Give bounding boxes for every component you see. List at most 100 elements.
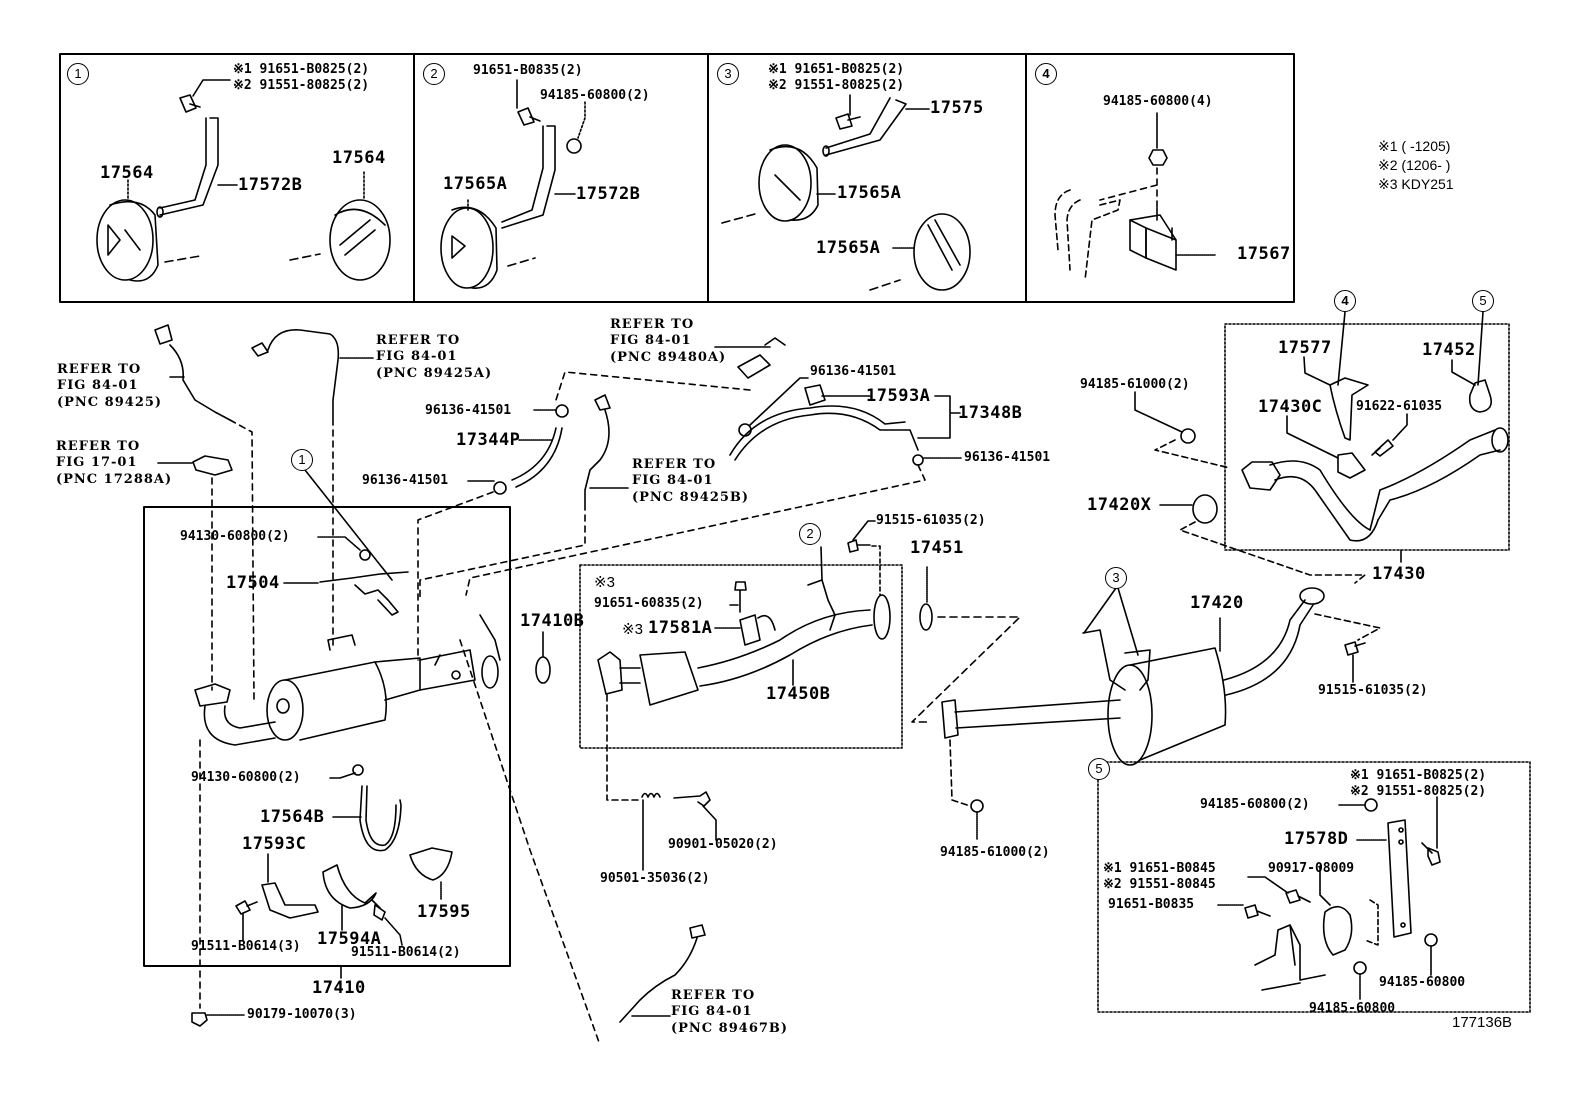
inset-4-number: 4 [1035,63,1057,85]
nut-94130-bottom-leader [329,772,356,779]
muffler-17420-label[interactable]: 17420 [1190,593,1244,613]
sensor-89425-drawing [154,324,231,421]
gasket-17420x-label[interactable]: 17420X [1087,495,1152,515]
clip-lower-label[interactable]: 96136-41501 [362,473,449,488]
inset1-hanger-right-label[interactable]: 17564 [332,148,386,168]
inset3-bolt-note-2[interactable]: ※2 91551-80825(2) [768,78,905,93]
bolt-91515-top-label[interactable]: 91515-61035(2) [876,513,986,528]
inset5-bolt3-drawing [1244,904,1271,919]
hose-17348b-label[interactable]: 17348B [958,403,1023,423]
refer-89480a[interactable]: REFER TO FIG 84-01 (PNC 89480A) [610,317,726,366]
nut-94185-61000-top-drawing [1180,428,1196,444]
refer-89467b-line2: FIG 84-01 [671,1004,753,1020]
clip-right-top-leader [749,377,809,426]
insulator-17595-label[interactable]: 17595 [417,902,471,922]
inset-5-number: 5 [1088,758,1110,780]
front-pipe-17450b-label[interactable]: 17450B [766,684,831,704]
nut-94185-61000-top-label[interactable]: 94185-61000(2) [1080,377,1190,392]
clip-upper-label[interactable]: 96136-41501 [425,403,512,418]
tube-17593a-label[interactable]: 17593A [866,386,931,406]
inset5-bolt-note-2[interactable]: ※2 91551-80825(2) [1350,784,1487,799]
bolt-91515-right-label[interactable]: 91515-61035(2) [1318,683,1428,698]
inset5-nut-right-label[interactable]: 94185-60800 [1379,975,1466,990]
inset2-hanger-label[interactable]: 17565A [443,174,508,194]
inset-frame-4 [1025,53,1295,303]
refer-89425-line3: (PNC 89425) [57,394,163,410]
refer-17288a-line1: REFER TO [56,439,141,454]
inset5-bolt2-note-1[interactable]: ※1 91651-B0845 [1103,861,1216,876]
muffler-17420-drawing [1107,587,1325,766]
bracket-17504-label[interactable]: 17504 [226,573,280,593]
clip-right-label[interactable]: 96136-41501 [964,450,1051,465]
inset4-mount-label[interactable]: 17567 [1237,244,1291,264]
insulator-17594a-label[interactable]: 17594A [317,929,382,949]
inset5-nut-top-label[interactable]: 94185-60800(2) [1200,797,1310,812]
inset-2-number: 2 [423,63,445,85]
clip-right-top-label[interactable]: 96136-41501 [810,364,897,379]
gasket-17451-label[interactable]: 17451 [910,538,964,558]
callout-1[interactable]: 1 [291,449,313,471]
bracket-17577-label[interactable]: 17577 [1278,338,1332,358]
nut-94130-top-label[interactable]: 94130-60800(2) [180,529,290,544]
insulator-17593c-label[interactable]: 17593C [242,834,307,854]
inset5-cushion-label[interactable]: 90917-08009 [1268,861,1355,876]
band-17564b-label[interactable]: 17564B [260,807,325,827]
nut-94185-61000-bottom-label[interactable]: 94185-61000(2) [940,845,1050,860]
inset2-nut-label[interactable]: 94185-60800(2) [540,88,650,103]
nut-90179-label[interactable]: 90179-10070(3) [247,1007,357,1022]
spring-90501-drawing [641,792,661,798]
converter-17410-label[interactable]: 17410 [312,978,366,998]
inset2-bracket-label[interactable]: 17572B [576,184,641,204]
inset3-hanger-lower-label[interactable]: 17565A [816,238,881,258]
refer-89425b-line1: REFER TO [632,457,717,472]
inset3-hanger-upper-drawing [758,144,836,222]
refer-89425b[interactable]: REFER TO FIG 84-01 (PNC 89425B) [632,457,749,506]
bolt-91511-2-label[interactable]: 91511-B0614(2) [351,945,461,960]
bolt-91651-60835-label[interactable]: 91651-60835(2) [594,596,704,611]
inset1-bolt-note-1[interactable]: ※1 91651-B0825(2) [233,62,370,77]
inset5-bracket-label[interactable]: 17578D [1284,829,1349,849]
bolt-91622-label[interactable]: 91622-61035 [1356,399,1443,414]
tailpipe-17430-label[interactable]: 17430 [1372,564,1426,584]
inset5-nut-bottom-label[interactable]: 94185-60800 [1309,1001,1396,1016]
bracket-17581a-label[interactable]: 17581A [648,618,713,638]
refer-89425a[interactable]: REFER TO FIG 84-01 (PNC 89425A) [376,333,492,382]
inset3-bracket-label[interactable]: 17575 [930,98,984,118]
inset2-bolt-label[interactable]: 91651-B0835(2) [473,63,583,78]
bolt-90901-label[interactable]: 90901-05020(2) [668,837,778,852]
gasket-17410b-label[interactable]: 17410B [520,611,585,631]
nut-94130-bottom-label[interactable]: 94130-60800(2) [191,770,301,785]
bolt-91511-2-leader [384,917,403,946]
inset5-bolt-note-1[interactable]: ※1 91651-B0825(2) [1350,768,1487,783]
bolt-91511-3-label[interactable]: 91511-B0614(3) [191,939,301,954]
clamp-17452-label[interactable]: 17452 [1422,340,1476,360]
callout-4[interactable]: 4 [1334,290,1356,312]
hose-17344p-label[interactable]: 17344P [456,430,521,450]
inset1-bracket-label[interactable]: 17572B [238,175,303,195]
inset2-nut-drawing [566,138,582,154]
inset1-hanger-left-label[interactable]: 17564 [100,163,154,183]
inset1-bolt-drawing [179,94,201,113]
inset3-hanger-upper-label[interactable]: 17565A [837,183,902,203]
spring-90501-label[interactable]: 90501-35036(2) [600,871,710,886]
nut-94130-top-leader [317,536,361,551]
inset1-bracket-drawing [156,117,238,218]
refer-89480a-line2: FIG 84-01 [610,333,692,349]
refer-17288a[interactable]: REFER TO FIG 17-01 (PNC 17288A) [56,439,172,488]
inset5-bolt2-note-2[interactable]: ※2 91551-80845 [1103,877,1216,892]
nut-94130-top-drawing [359,549,371,561]
callout-2[interactable]: 2 [799,523,821,545]
callout-3[interactable]: 3 [1105,567,1127,589]
bolt-91511-2-drawing [371,899,386,921]
inset3-bolt-note-1[interactable]: ※1 91651-B0825(2) [768,62,905,77]
refer-89467b[interactable]: REFER TO FIG 84-01 (PNC 89467B) [671,988,788,1037]
refer-89425[interactable]: REFER TO FIG 84-01 (PNC 89425) [57,362,162,411]
inset4-nut-label[interactable]: 94185-60800(4) [1103,94,1213,109]
inset5-bolt3-label[interactable]: 91651-B0835 [1108,897,1195,912]
callout-5[interactable]: 5 [1472,290,1494,312]
inset2-pipe-dashes [507,257,536,267]
insulator-17430c-label[interactable]: 17430C [1258,397,1323,417]
nut-94130-bottom-drawing [352,764,364,776]
inset1-bolt-note-2[interactable]: ※2 91551-80825(2) [233,78,370,93]
